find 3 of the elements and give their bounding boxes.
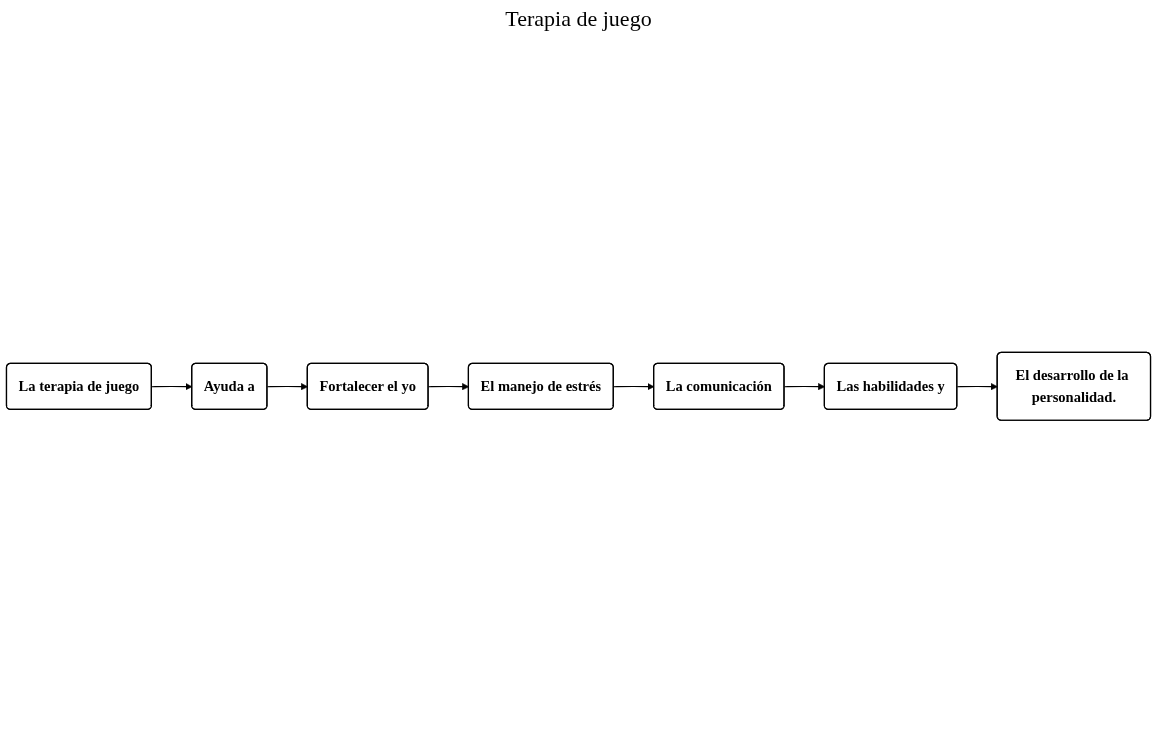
arrow bbox=[266, 383, 308, 391]
diagram-title: Terapia de juego bbox=[504, 6, 653, 32]
arrow bbox=[956, 383, 998, 391]
